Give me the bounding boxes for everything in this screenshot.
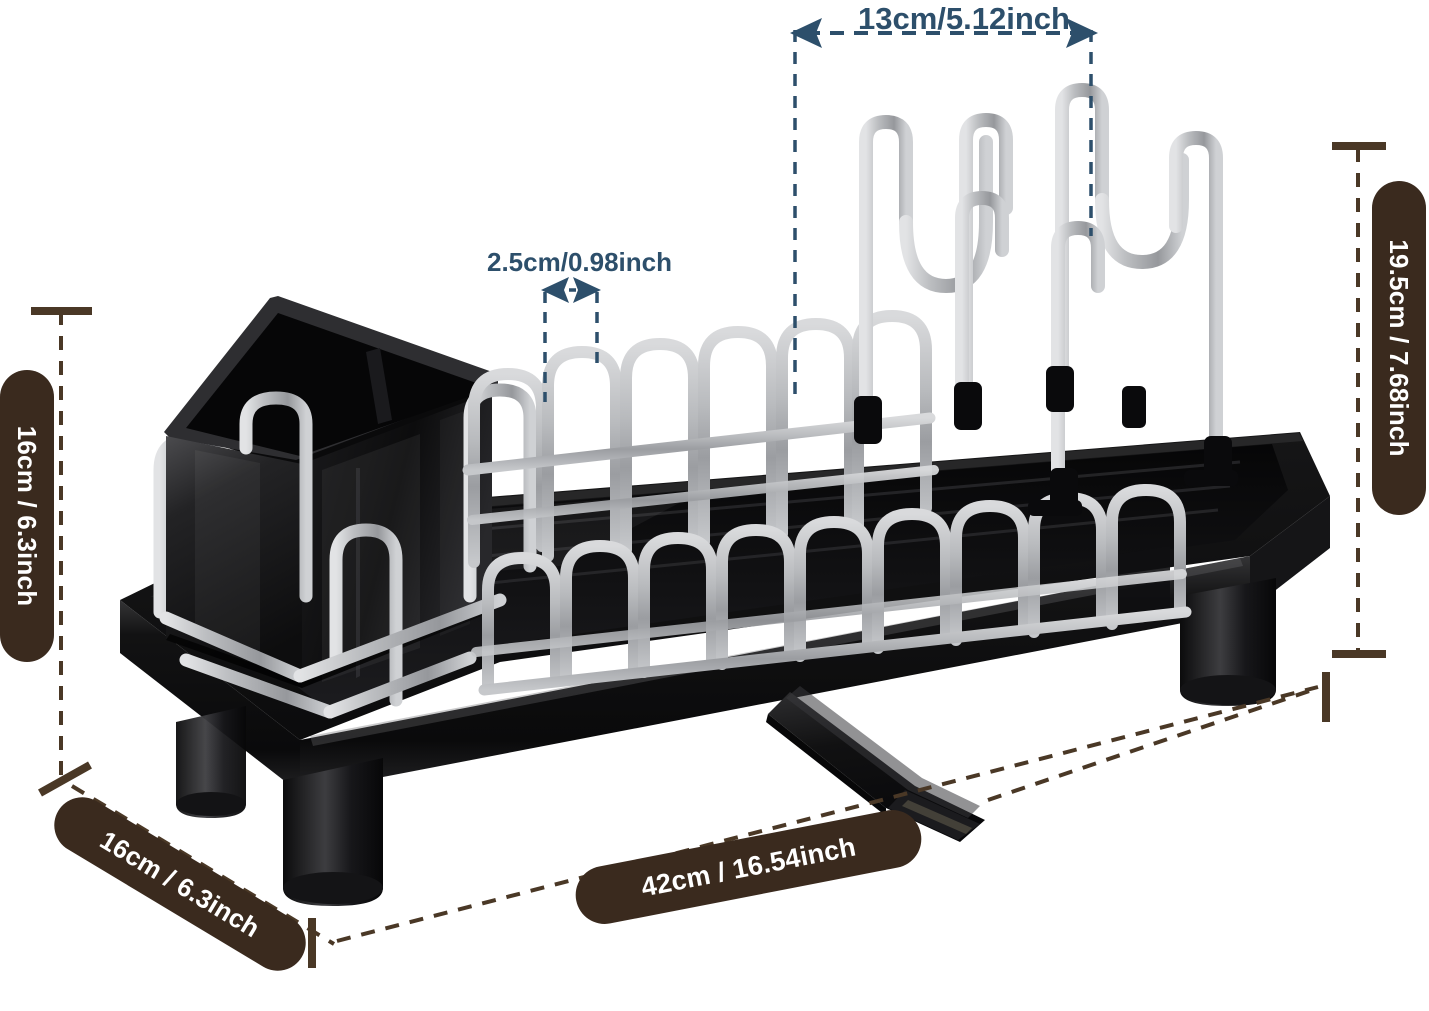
left-height-badge: 16cm / 6.3inch: [0, 370, 54, 662]
right-height-dimension: [1332, 142, 1386, 658]
tray-legs: [176, 546, 1276, 906]
right-height-badge: 19.5cm / 7.68inch: [1372, 181, 1426, 515]
slot-gap-label: 2.5cm/0.98inch: [487, 247, 672, 277]
drainage-spout: [766, 686, 985, 842]
caddy-wire-cradle-front: [159, 383, 537, 719]
cup-holder-sockets: [854, 366, 1238, 516]
dish-slot-arches-front: [471, 483, 1192, 696]
left-height-dimension: [31, 307, 92, 797]
cup-holder-span-dimension: [790, 18, 1098, 398]
cup-holder-span-label: 13cm/5.12inch: [858, 1, 1070, 36]
bottom-width-dimension: [336, 672, 1330, 943]
cup-lid-holders: [859, 82, 1223, 489]
slot-gap-dimension: [541, 277, 601, 402]
